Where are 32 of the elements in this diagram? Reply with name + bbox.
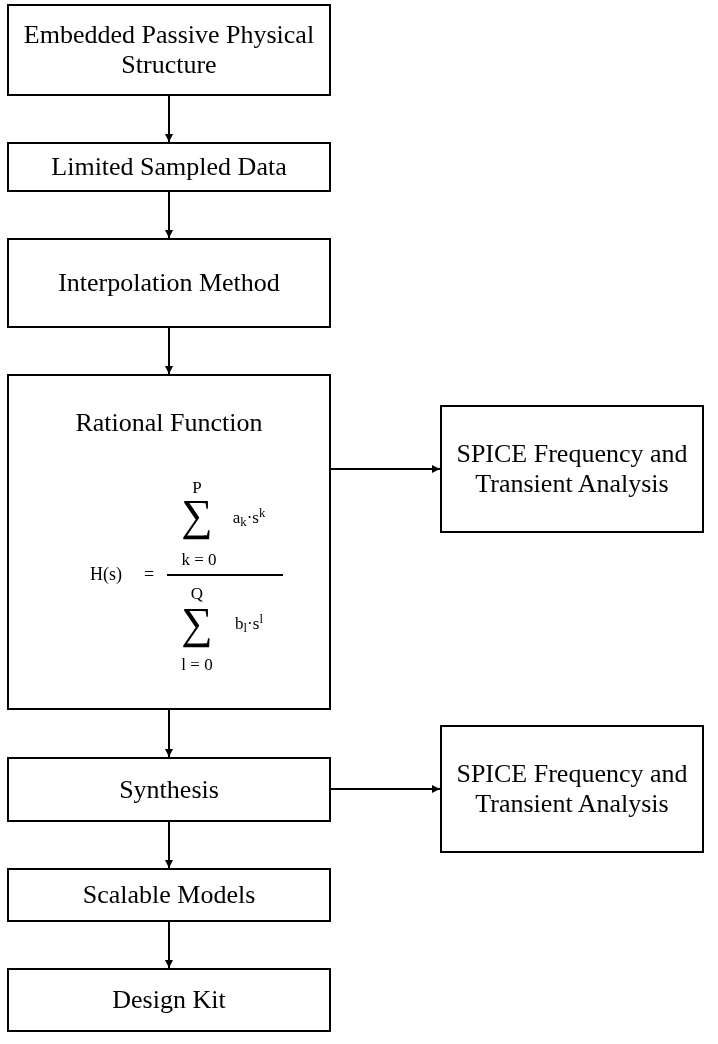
box-label: SPICE Frequency and Transient Analysis (455, 439, 689, 499)
process-box (7, 374, 331, 710)
process-box (7, 757, 331, 822)
process-box (7, 968, 331, 1032)
formula-term: b$_{l}$·s$^{l}$ (235, 611, 263, 637)
box-label: Embedded Passive Physical Structure (22, 20, 316, 80)
formula-term: l = 0 (181, 654, 213, 677)
process-box (7, 238, 331, 328)
box-label: SPICE Frequency and Transient Analysis (455, 759, 689, 819)
box-label: Synthesis (118, 774, 220, 805)
process-box (7, 142, 331, 192)
process-box (7, 4, 331, 96)
box-label: Rational Function (74, 408, 264, 438)
arrow (165, 95, 173, 143)
formula-term: k = 0 (181, 549, 217, 572)
arrow (165, 327, 173, 375)
formula-term: a$_{k}$·s$^{k}$ (232, 505, 266, 531)
arrow (165, 191, 173, 239)
arrow (165, 921, 173, 969)
box-label: Design Kit (111, 985, 227, 1015)
arrow (330, 465, 441, 473)
box-label: Limited Sampled Data (50, 152, 288, 182)
arrow (165, 821, 173, 869)
arrow (165, 709, 173, 758)
box-label: Interpolation Method (57, 268, 281, 298)
process-box (440, 725, 704, 853)
arrow (330, 785, 441, 793)
process-box (7, 868, 331, 922)
formula-term: H(s) (90, 562, 122, 586)
process-box (440, 405, 704, 533)
formula-term: = (143, 562, 155, 586)
box-label: Scalable Models (81, 880, 257, 910)
